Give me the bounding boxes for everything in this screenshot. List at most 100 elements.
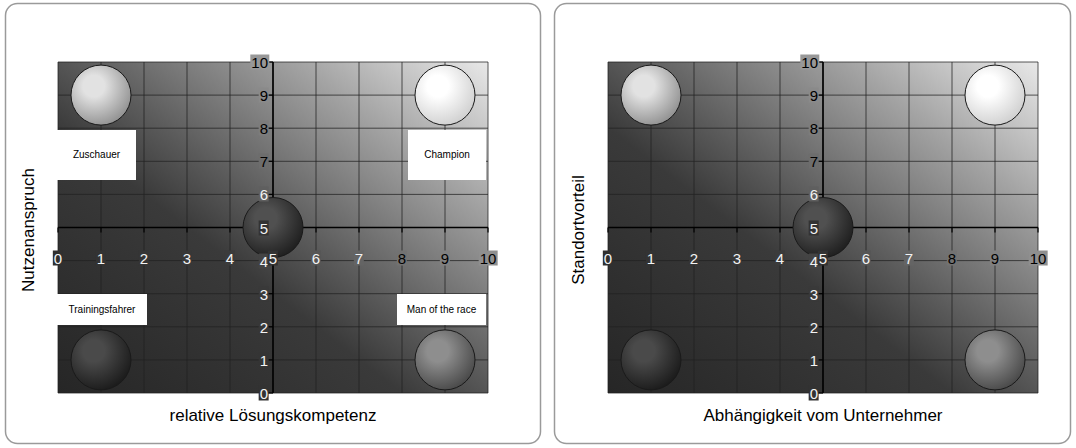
- axis-title: Nutzenanspruch: [20, 168, 37, 292]
- tick-label: 3: [259, 286, 269, 301]
- tick-label: 3: [809, 286, 819, 301]
- tick-label: 3: [732, 250, 742, 265]
- tick-label: 9: [990, 250, 1000, 265]
- axis-tick: [736, 228, 737, 233]
- grid-line: [952, 62, 953, 393]
- axis-tick: [650, 228, 651, 233]
- tick-label: 0: [603, 250, 613, 265]
- plot-background: [58, 62, 488, 393]
- grid-line: [230, 62, 231, 393]
- grid-line: [144, 62, 145, 393]
- tick-label: 10: [800, 55, 819, 70]
- axis-tick: [229, 228, 230, 233]
- grid-line: [58, 194, 488, 195]
- tick-label: 9: [259, 88, 269, 103]
- axis-tick: [487, 228, 488, 233]
- tick-label: 2: [259, 319, 269, 334]
- tick-label: 0: [809, 386, 819, 401]
- tick-label: 10: [479, 250, 498, 265]
- grid-line: [694, 62, 695, 393]
- tick-label: 10: [1029, 250, 1048, 265]
- sphere-marker: [965, 65, 1025, 125]
- tick-label: 4: [225, 250, 235, 265]
- chart-panel: [555, 4, 1071, 444]
- tick-label: 1: [96, 250, 106, 265]
- axis-tick: [779, 228, 780, 233]
- box-label: Trainingsfahrer: [69, 304, 136, 316]
- tick-label: 8: [259, 121, 269, 136]
- sphere-marker: [621, 330, 681, 390]
- plot-background: [608, 62, 1038, 393]
- grid-line: [58, 393, 488, 394]
- tick-label: 8: [947, 250, 957, 265]
- tick-label: 3: [182, 250, 192, 265]
- tick-label: 5: [818, 250, 828, 265]
- tick-label: 4: [775, 250, 785, 265]
- panel-frame: [6, 4, 541, 444]
- sphere-marker: [965, 330, 1025, 390]
- grid-line: [780, 62, 781, 393]
- grid-line: [359, 62, 360, 393]
- grid-line: [608, 194, 1038, 195]
- axis-tick: [358, 228, 359, 233]
- sphere-marker: [793, 198, 853, 258]
- sphere-marker: [71, 330, 131, 390]
- axis-tick: [401, 228, 402, 233]
- axis-tick: [908, 228, 909, 233]
- grid-line: [402, 62, 403, 393]
- tick-label: 2: [809, 319, 819, 334]
- tick-label: 7: [259, 154, 269, 169]
- tick-label: 7: [904, 250, 914, 265]
- axis-tick: [1037, 228, 1038, 233]
- tick-label: 9: [440, 250, 450, 265]
- box-label: Man of the race: [407, 304, 476, 316]
- axis-title: Standortvorteil: [570, 175, 587, 285]
- tick-label: 1: [259, 352, 269, 367]
- grid-line: [187, 62, 188, 393]
- sphere-marker: [415, 330, 475, 390]
- label-box: Man of the race: [397, 294, 486, 325]
- tick-label: 6: [311, 250, 321, 265]
- box-label: Zuschauer: [73, 149, 120, 161]
- sphere-marker: [621, 65, 681, 125]
- tick-label: 5: [259, 220, 269, 235]
- axis-tick: [57, 228, 58, 233]
- sphere-marker: [415, 65, 475, 125]
- axis-tick: [444, 228, 445, 233]
- chart-panel: [6, 4, 541, 444]
- axis-tick: [186, 228, 187, 233]
- tick-label: 7: [809, 154, 819, 169]
- sphere-marker: [71, 65, 131, 125]
- axis-tick: [951, 228, 952, 233]
- grid-line: [58, 62, 488, 63]
- grid-line: [608, 62, 609, 393]
- sphere-marker: [243, 198, 303, 258]
- tick-label: 8: [809, 121, 819, 136]
- box-label: Champion: [424, 149, 470, 161]
- tick-label: 2: [689, 250, 699, 265]
- axis-tick: [100, 228, 101, 233]
- grid-line: [608, 161, 1038, 162]
- tick-label: 5: [809, 220, 819, 235]
- grid-line: [608, 62, 1038, 63]
- tick-label: 5: [268, 250, 278, 265]
- grid-line: [909, 62, 910, 393]
- axis-tick: [994, 228, 995, 233]
- grid-line: [58, 326, 488, 327]
- axis-title: relative Lösungskompetenz: [170, 407, 377, 424]
- grid-line: [1038, 62, 1039, 393]
- label-box: Zuschauer: [57, 130, 136, 180]
- grid-line: [608, 293, 1038, 294]
- axis-tick: [607, 228, 608, 233]
- grid-line: [608, 393, 1038, 394]
- grid-line: [608, 326, 1038, 327]
- tick-label: 9: [809, 88, 819, 103]
- tick-label: 2: [139, 250, 149, 265]
- grid-line: [488, 62, 489, 393]
- grid-line: [316, 62, 317, 393]
- tick-label: 0: [53, 250, 63, 265]
- tick-label: 1: [646, 250, 656, 265]
- axis-title: Abhängigkeit vom Unternehmer: [703, 407, 942, 424]
